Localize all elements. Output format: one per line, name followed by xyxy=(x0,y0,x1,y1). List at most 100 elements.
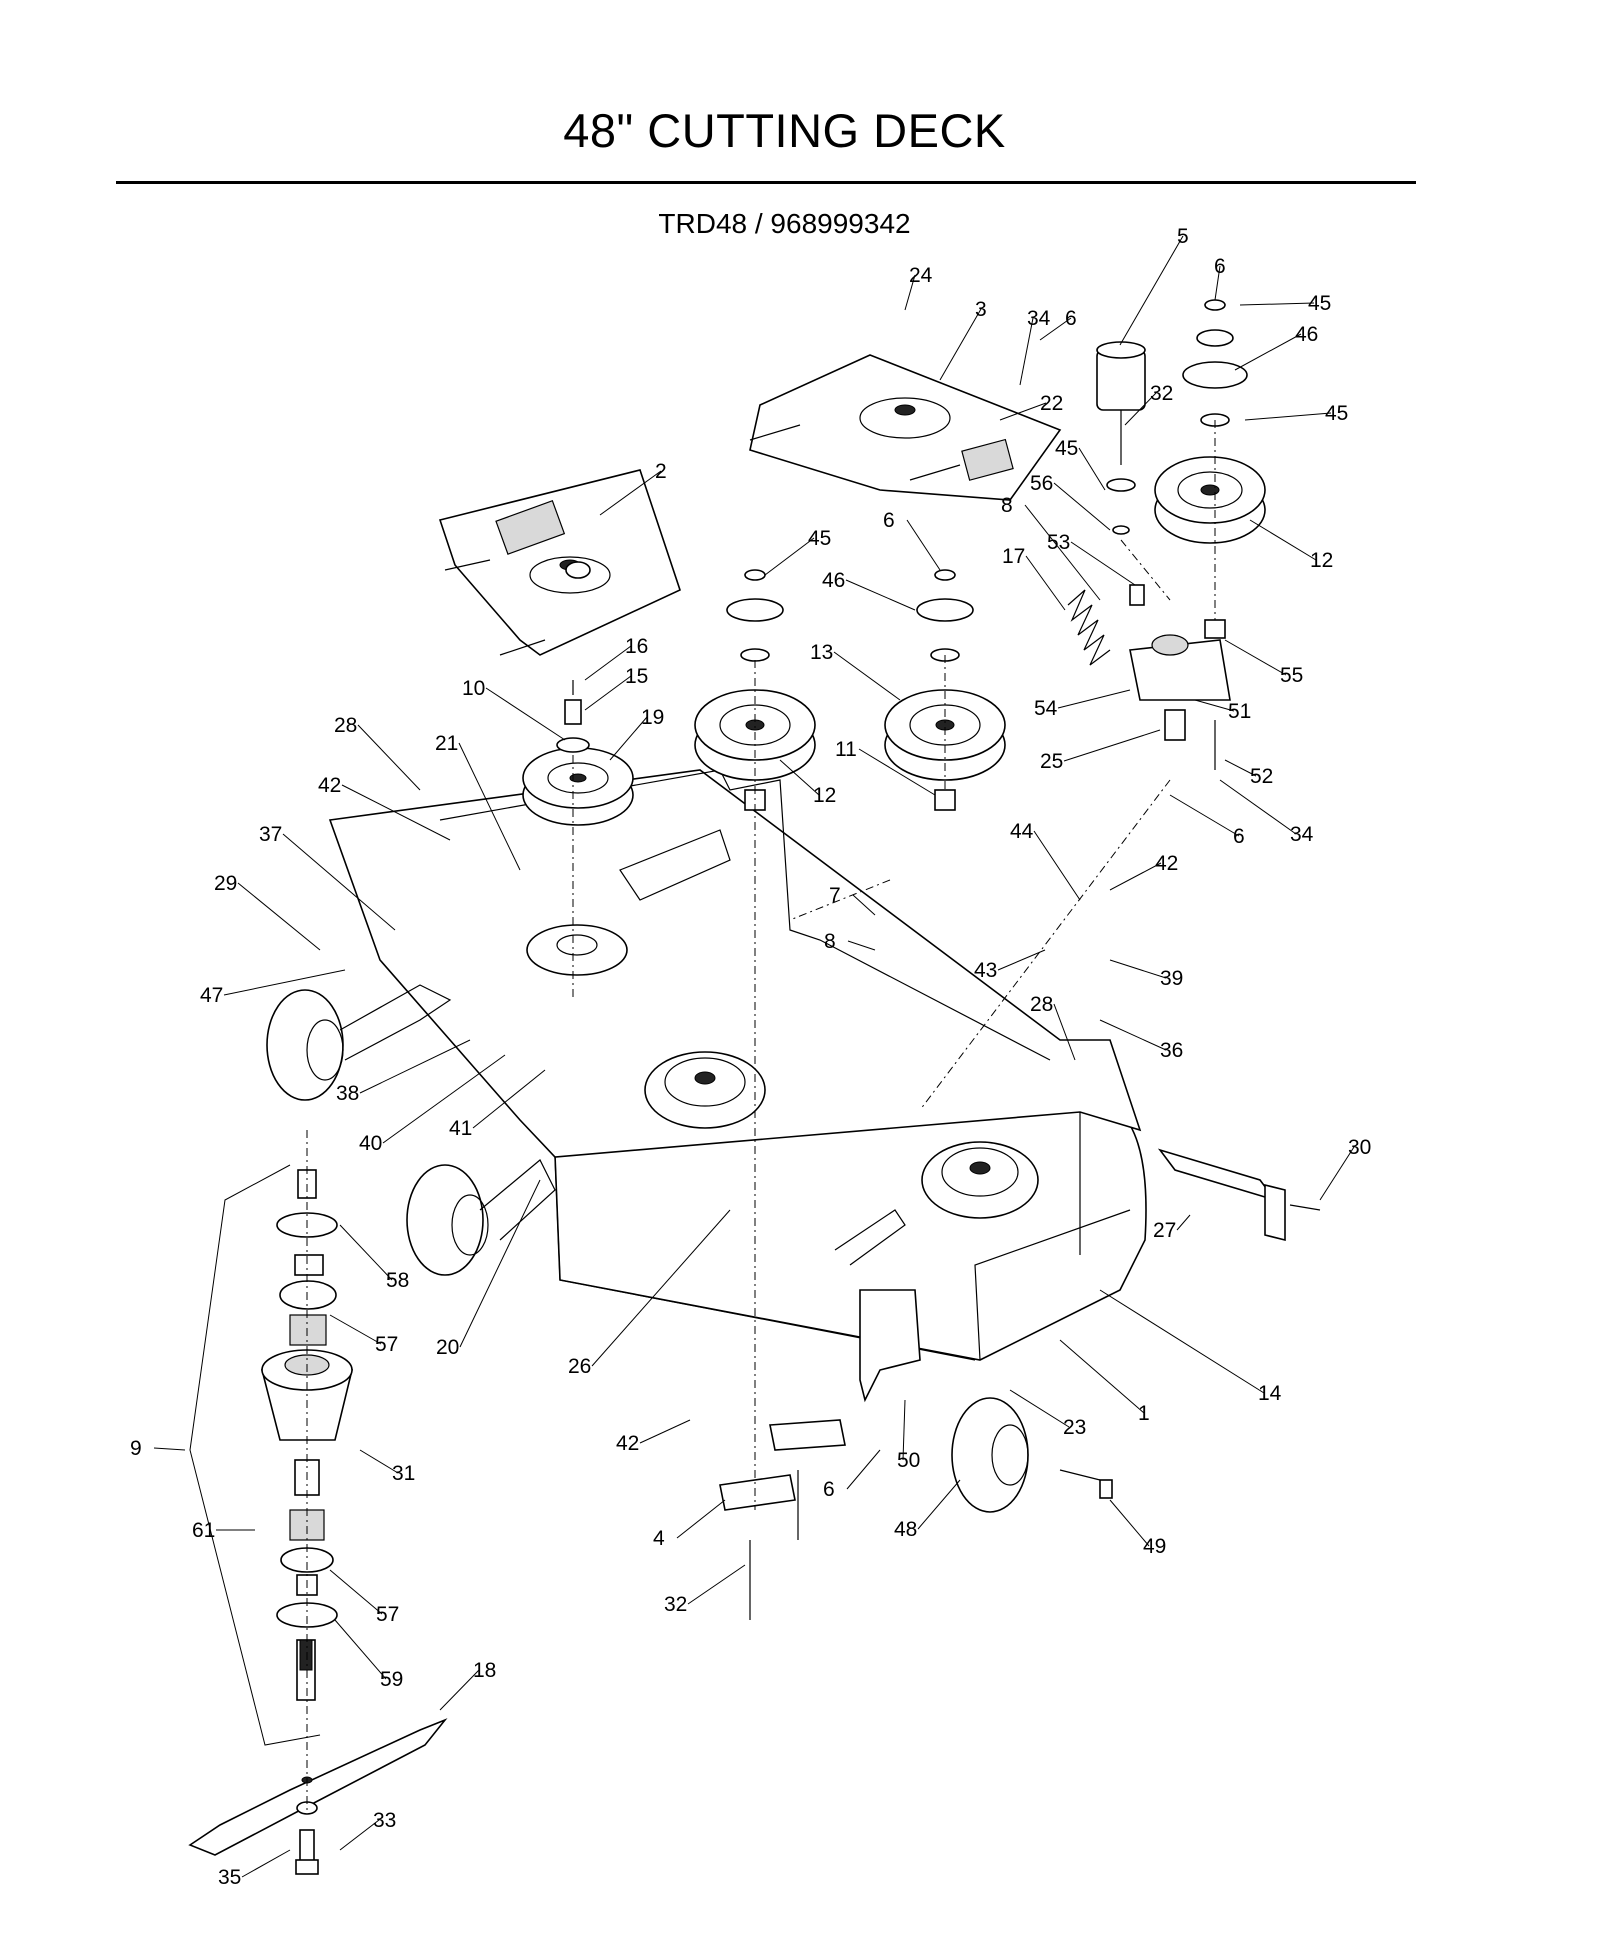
callout-number: 46 xyxy=(1295,323,1318,346)
callout-number: 18 xyxy=(473,1659,496,1682)
callout-number: 45 xyxy=(1325,402,1348,425)
callout-57: 57 xyxy=(329,1569,399,1626)
callout-32: 32 xyxy=(664,1564,746,1616)
callout-number: 19 xyxy=(641,706,664,729)
callout-12: 12 xyxy=(1249,519,1333,572)
leader-line xyxy=(1063,729,1161,762)
callout-27: 27 xyxy=(1153,1214,1191,1242)
leader-line xyxy=(1039,317,1072,341)
drive-hardware-left xyxy=(526,561,628,976)
callout-36: 36 xyxy=(1099,1019,1183,1062)
callout-16: 16 xyxy=(584,635,648,681)
callout-number: 6 xyxy=(1214,255,1226,278)
callout-12: 12 xyxy=(779,759,836,807)
leader-line xyxy=(339,1819,380,1851)
leader-line xyxy=(904,274,916,311)
callout-number: 43 xyxy=(974,959,997,982)
leader-line xyxy=(902,1399,906,1461)
callout-number: 22 xyxy=(1040,392,1063,415)
leader-line xyxy=(1078,447,1106,491)
leader-line xyxy=(1109,959,1167,979)
callout-number: 12 xyxy=(813,784,836,807)
callout-number: 6 xyxy=(1065,307,1077,330)
callout-7: 7 xyxy=(829,884,876,916)
callout-28: 28 xyxy=(1030,993,1076,1061)
callout-number: 11 xyxy=(835,738,857,761)
front-bracket xyxy=(834,1209,921,1403)
leader-line xyxy=(676,1499,726,1539)
callout-number: 40 xyxy=(359,1132,382,1155)
leader-line xyxy=(1176,1214,1191,1231)
callout-35: 35 xyxy=(218,1849,291,1889)
callout-24: 24 xyxy=(904,264,933,311)
callout-number: 30 xyxy=(1348,1136,1371,1159)
callout-58: 58 xyxy=(339,1224,409,1292)
leader-line xyxy=(939,308,982,381)
baffle-plates xyxy=(719,1419,846,1620)
callout-39: 39 xyxy=(1109,959,1183,990)
leader-line xyxy=(329,1314,382,1345)
callout-57: 57 xyxy=(329,1314,398,1356)
callout-11: 11 xyxy=(835,738,936,796)
leader-line xyxy=(845,579,916,611)
callout-number: 42 xyxy=(318,774,341,797)
page-title: 48" CUTTING DECK xyxy=(563,104,1006,157)
leader-line xyxy=(1239,302,1315,306)
callout-22: 22 xyxy=(999,392,1063,421)
callout-number: 8 xyxy=(824,930,836,953)
callout-23: 23 xyxy=(1009,1389,1086,1439)
leader-line xyxy=(1070,541,1136,586)
leader-line xyxy=(472,1069,546,1129)
callout-number: 41 xyxy=(449,1117,472,1140)
leader-line xyxy=(1214,265,1221,301)
callout-number: 34 xyxy=(1027,307,1051,330)
leader-line xyxy=(1019,317,1034,386)
title-rule xyxy=(116,181,1416,184)
callout-number: 33 xyxy=(373,1809,396,1832)
deck-spindle-pulley-right xyxy=(921,1141,1039,1219)
callout-32: 32 xyxy=(1124,382,1173,426)
callout-number: 47 xyxy=(200,984,223,1007)
leader-line xyxy=(906,519,941,571)
callout-14: 14 xyxy=(1099,1289,1282,1405)
callout-number: 7 xyxy=(829,884,841,907)
callout-number: 38 xyxy=(336,1082,359,1105)
callout-number: 32 xyxy=(1150,382,1173,405)
callout-59: 59 xyxy=(334,1619,403,1691)
belt-shield-right xyxy=(749,354,1062,501)
callout-8: 8 xyxy=(824,930,876,953)
callout-6: 6 xyxy=(1169,794,1245,848)
leader-line xyxy=(591,1209,731,1367)
callout-34: 34 xyxy=(1019,307,1051,386)
callout-42: 42 xyxy=(616,1419,691,1455)
leader-line xyxy=(241,1849,291,1878)
callout-34: 34 xyxy=(1219,779,1314,846)
callout-number: 39 xyxy=(1160,967,1183,990)
callout-3: 3 xyxy=(939,298,987,381)
callout-6: 6 xyxy=(823,1449,881,1501)
callout-1: 1 xyxy=(1059,1339,1150,1425)
callout-number: 34 xyxy=(1290,823,1314,846)
callout-number: 51 xyxy=(1228,700,1251,723)
leader-line xyxy=(439,1669,480,1711)
callout-number: 49 xyxy=(1143,1535,1166,1558)
callout-number: 13 xyxy=(810,641,833,664)
leader-line xyxy=(1219,779,1297,835)
callout-number: 53 xyxy=(1047,531,1070,554)
callout-number: 26 xyxy=(568,1355,591,1378)
hardware-stack-center-right xyxy=(916,569,974,811)
callout-number: 29 xyxy=(214,872,237,895)
leader-line xyxy=(1099,1289,1265,1394)
callout-47: 47 xyxy=(200,969,346,1007)
leader-line xyxy=(1025,555,1066,611)
deck-shell xyxy=(328,769,1147,1361)
leader-line xyxy=(334,1619,387,1680)
leader-line xyxy=(1119,235,1184,346)
callout-number: 6 xyxy=(823,1478,835,1501)
callout-number: 28 xyxy=(1030,993,1053,1016)
callout-number: 16 xyxy=(625,635,648,658)
leader-line xyxy=(341,784,451,841)
callout-number: 21 xyxy=(435,732,458,755)
